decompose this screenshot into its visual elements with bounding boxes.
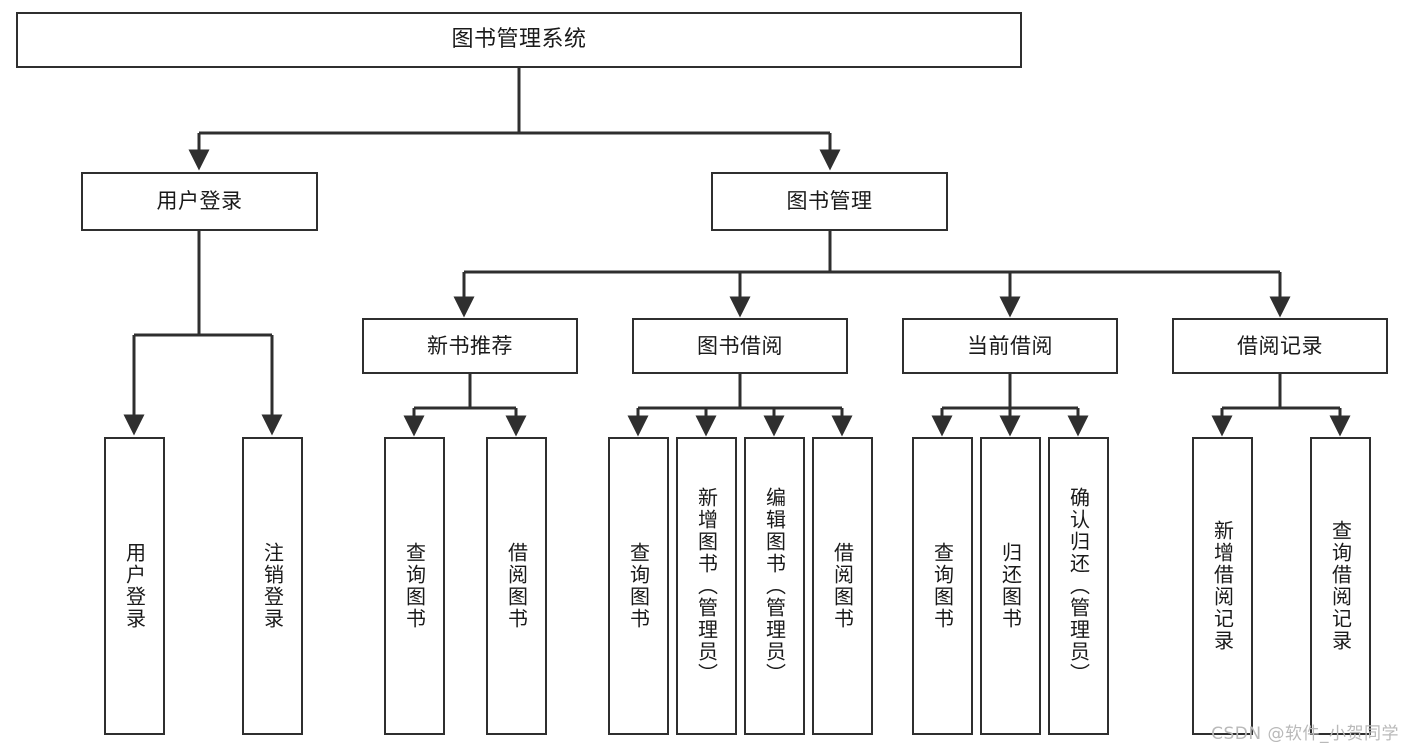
node-book-borrow[interactable]: 图书借阅 — [632, 318, 848, 374]
node-leaf-confirm-return-admin[interactable]: 确认归还（管理员） — [1048, 437, 1109, 735]
node-new-book-recommend-label: 新书推荐 — [427, 333, 513, 358]
node-leaf-query-borrow-record[interactable]: 查询借阅记录 — [1310, 437, 1371, 735]
node-leaf-query-book-borrow-label: 查询图书 — [626, 542, 651, 630]
node-leaf-user-login[interactable]: 用户登录 — [104, 437, 165, 735]
node-leaf-add-book-admin-label: 新增图书（管理员） — [694, 487, 719, 685]
node-user-login-label: 用户登录 — [156, 189, 243, 214]
node-leaf-query-book-current-label: 查询图书 — [930, 542, 955, 630]
node-leaf-borrow-book-label: 借阅图书 — [830, 542, 855, 630]
node-leaf-return-book[interactable]: 归还图书 — [980, 437, 1041, 735]
node-borrow-record[interactable]: 借阅记录 — [1172, 318, 1388, 374]
node-user-login[interactable]: 用户登录 — [81, 172, 318, 231]
node-leaf-borrow-book-recommend-label: 借阅图书 — [504, 542, 529, 630]
node-leaf-query-borrow-record-label: 查询借阅记录 — [1328, 520, 1353, 652]
node-leaf-query-book-recommend[interactable]: 查询图书 — [384, 437, 445, 735]
node-leaf-user-login-label: 用户登录 — [122, 542, 147, 630]
node-leaf-add-borrow-record-label: 新增借阅记录 — [1210, 520, 1235, 652]
node-new-book-recommend[interactable]: 新书推荐 — [362, 318, 578, 374]
node-borrow-record-label: 借阅记录 — [1237, 333, 1323, 358]
node-root[interactable]: 图书管理系统 — [16, 12, 1022, 68]
node-current-borrow[interactable]: 当前借阅 — [902, 318, 1118, 374]
node-leaf-query-book-borrow[interactable]: 查询图书 — [608, 437, 669, 735]
node-leaf-borrow-book-recommend[interactable]: 借阅图书 — [486, 437, 547, 735]
node-root-label: 图书管理系统 — [451, 27, 587, 53]
node-book-management-label: 图书管理 — [786, 189, 873, 214]
node-leaf-borrow-book[interactable]: 借阅图书 — [812, 437, 873, 735]
node-leaf-confirm-return-admin-label: 确认归还（管理员） — [1066, 487, 1091, 685]
node-leaf-user-logout-label: 注销登录 — [260, 542, 285, 630]
node-leaf-query-book-recommend-label: 查询图书 — [402, 542, 427, 630]
node-book-management[interactable]: 图书管理 — [711, 172, 948, 231]
node-leaf-return-book-label: 归还图书 — [998, 542, 1023, 630]
node-leaf-user-logout[interactable]: 注销登录 — [242, 437, 303, 735]
node-leaf-add-book-admin[interactable]: 新增图书（管理员） — [676, 437, 737, 735]
node-current-borrow-label: 当前借阅 — [967, 333, 1053, 358]
node-leaf-add-borrow-record[interactable]: 新增借阅记录 — [1192, 437, 1253, 735]
node-leaf-query-book-current[interactable]: 查询图书 — [912, 437, 973, 735]
node-leaf-edit-book-admin-label: 编辑图书（管理员） — [762, 487, 787, 685]
node-leaf-edit-book-admin[interactable]: 编辑图书（管理员） — [744, 437, 805, 735]
node-book-borrow-label: 图书借阅 — [697, 333, 783, 358]
